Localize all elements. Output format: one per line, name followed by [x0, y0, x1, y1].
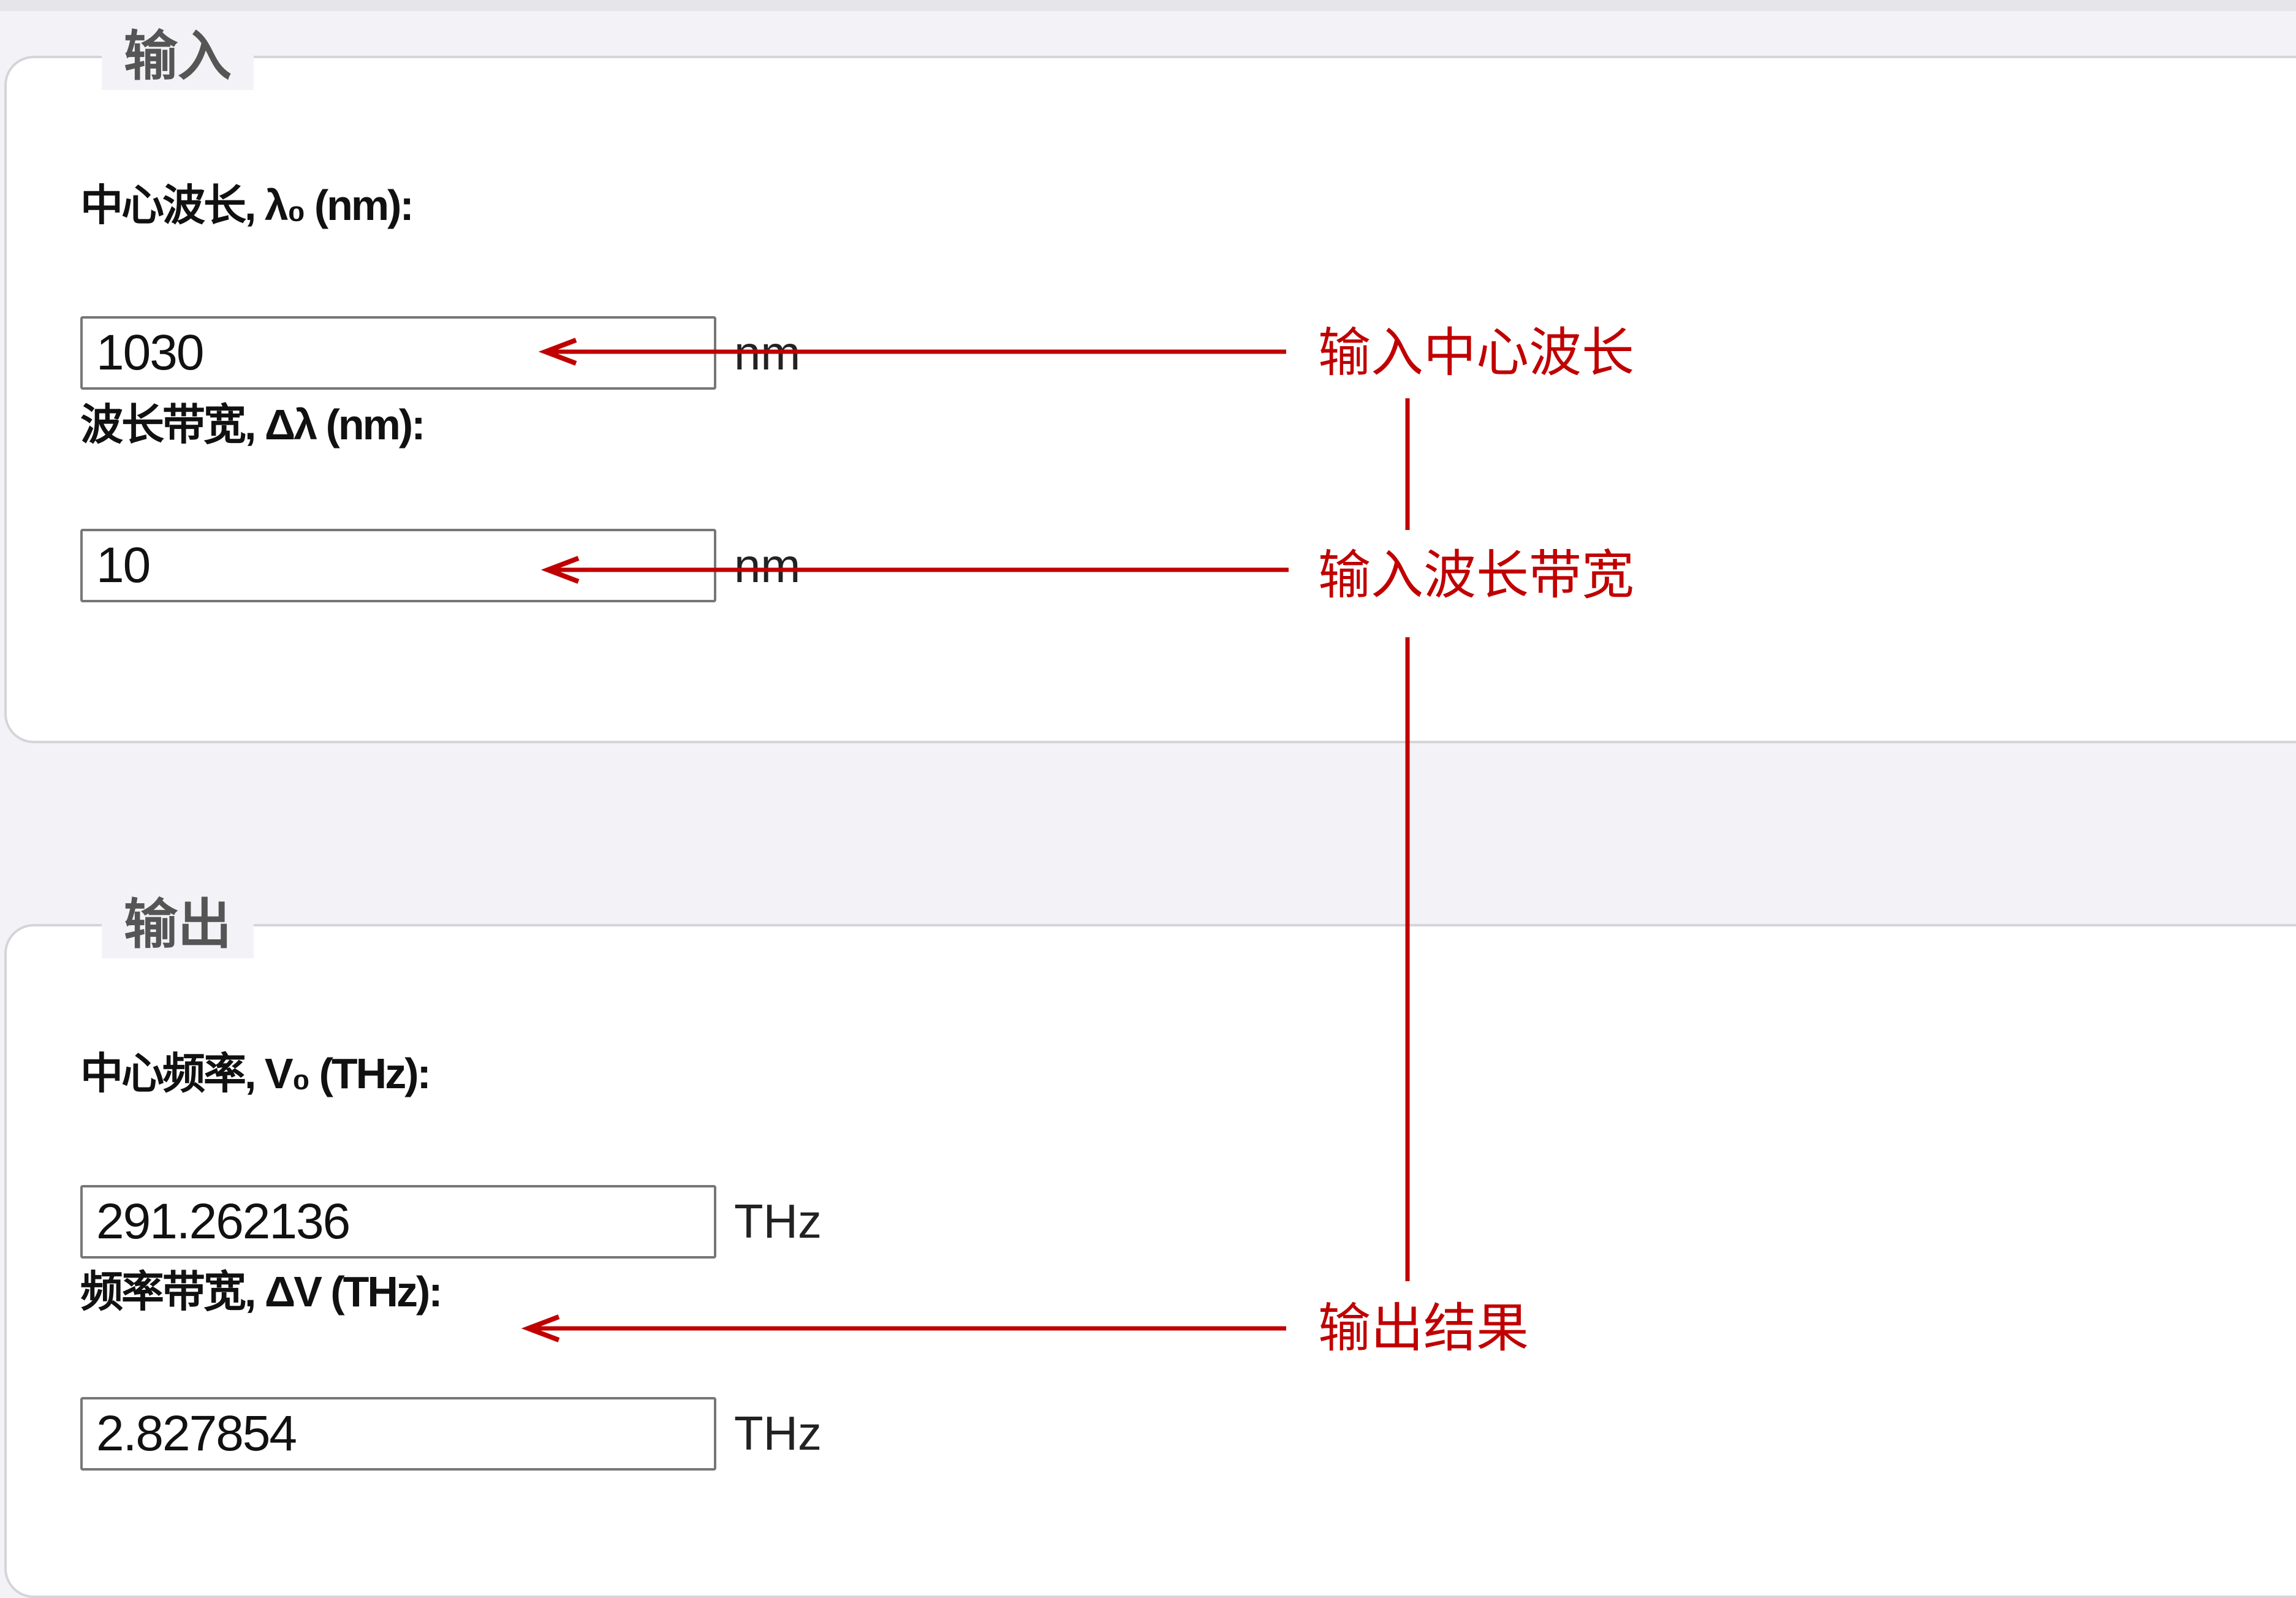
input-legend: 输入 [102, 23, 254, 90]
output-fieldset: 输出 [4, 891, 2296, 1598]
annotation-center-wavelength: 输入中心波长 [1318, 324, 1634, 382]
center-wavelength-label: 中心波长, λ₀ (nm): [80, 181, 414, 229]
wavelength-bandwidth-input[interactable] [80, 529, 716, 602]
center-frequency-label: 中心频率, V₀ (THz): [80, 1050, 431, 1097]
wavelength-bandwidth-unit: nm [734, 539, 801, 593]
output-legend: 输出 [102, 891, 254, 958]
wavelength-bandwidth-label: 波长带宽, Δλ (nm): [80, 401, 426, 449]
center-frequency-unit: THz [734, 1194, 822, 1248]
annotation-output: 输出结果 [1318, 1299, 1529, 1358]
frequency-bandwidth-output[interactable] [80, 1397, 716, 1471]
arrowhead-icon [540, 556, 580, 584]
frequency-bandwidth-label: 频率带宽, ΔV (THz): [80, 1268, 443, 1316]
annotation-overlay [521, 338, 1410, 1342]
top-strip [0, 0, 2296, 11]
arrowhead-icon [538, 338, 577, 366]
annotation-bandwidth: 输入波长带宽 [1318, 546, 1634, 605]
frequency-bandwidth-unit: THz [734, 1406, 822, 1460]
center-frequency-output[interactable] [80, 1185, 716, 1259]
input-fieldset: 输入 [4, 23, 2296, 743]
arrowhead-icon [521, 1314, 560, 1342]
